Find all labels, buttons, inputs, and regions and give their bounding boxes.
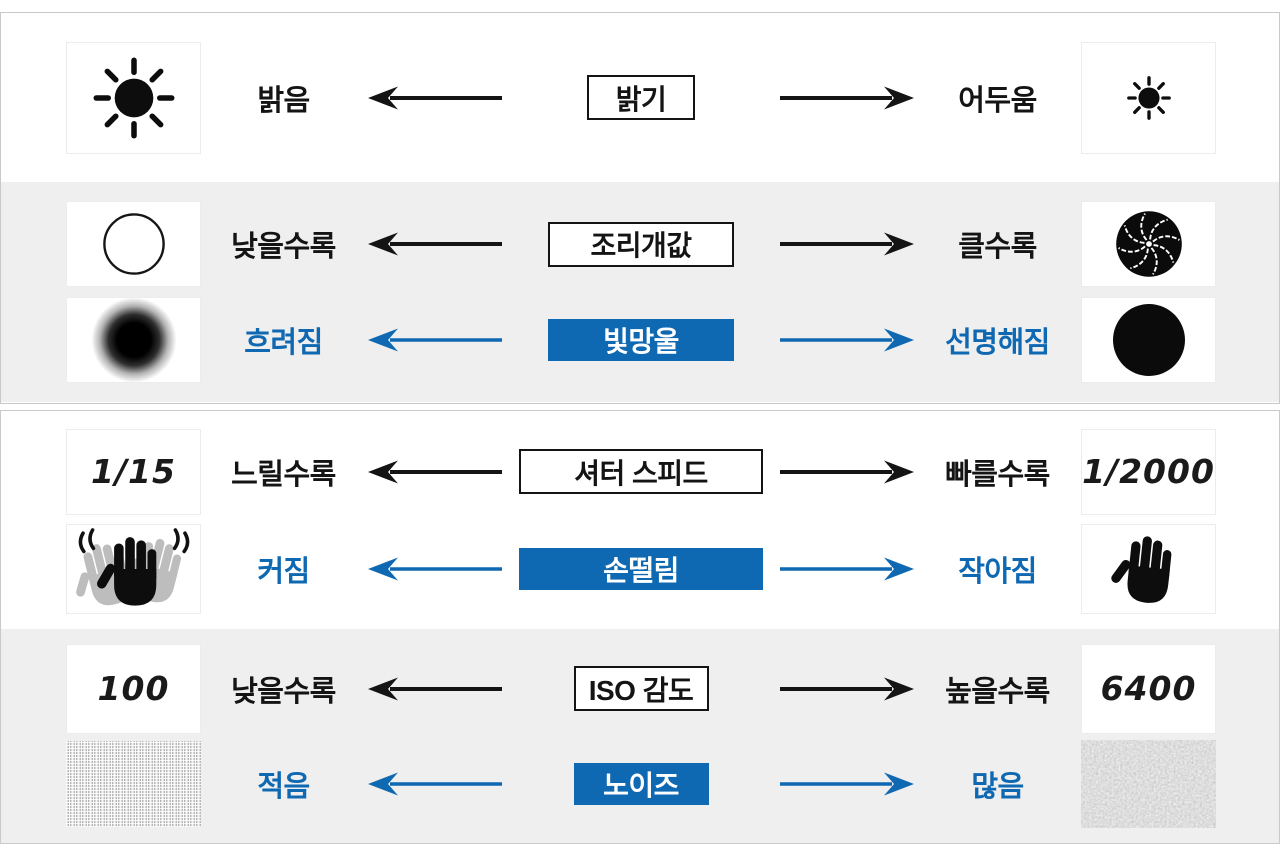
sun-small-icon [1081,41,1216,154]
solid-dot-icon [1081,297,1216,383]
shake-right-label: 작아짐 [958,555,1037,588]
shutter-right-label: 빠를수록 [945,458,1050,491]
steady-hand-glyph [1110,535,1171,603]
arrow-right-icon [780,232,914,256]
arrow-left-icon [368,677,502,700]
row-shutter-speed: 1/15 느릴수록 셔터 스피드 [1,411,1279,629]
brightness-right-label: 어두움 [958,84,1037,117]
arrow-left-icon [368,232,502,256]
row-aperture: 낮을수록 조리개값 클수록 [1,182,1279,402]
term-box-aperture: 조리개값 [548,221,734,267]
line-brightness: 밝음 밝기 어두움 [1,13,1279,182]
arrow-left-icon [368,557,502,580]
blurred-dot-glyph [90,298,177,382]
shutter-slow-value-box: 1/15 [66,428,201,515]
fine-noise-texture [66,740,201,827]
line-bokeh: 흐려짐 빛망울 선명해짐 [1,292,1279,388]
arrow-right-icon [780,557,914,580]
row-brightness: 밝음 밝기 어두움 [1,13,1279,182]
iso-left-label: 낮을수록 [231,675,336,708]
aperture-blades-glyph [1115,211,1182,277]
shaking-hand-glyph [72,527,189,612]
coarse-noise-texture [1081,739,1216,828]
panel-bottom: 1/15 느릴수록 셔터 스피드 [0,410,1280,844]
iso-high-value-box: 6400 [1081,643,1216,734]
arrow-right-icon [780,328,914,352]
open-circle-icon [66,201,201,287]
row-iso: 100 낮을수록 ISO 감도 [1,629,1279,843]
blurred-dot-icon [66,297,201,383]
arrow-left-icon [368,86,502,109]
line-aperture-value: 낮을수록 조리개값 클수록 [1,196,1279,292]
brightness-left-label: 밝음 [257,84,310,117]
aperture-left-label: 낮을수록 [231,231,336,263]
arrow-left-icon [368,328,502,352]
sun-small-glyph [1126,75,1171,120]
term-box-bokeh: 빛망울 [548,319,734,361]
term-box-brightness: 밝기 [587,75,695,120]
steady-hand-icon [1081,523,1216,614]
term-box-hand-shake: 손떨림 [519,547,763,590]
sun-large-glyph [93,57,174,138]
shutter-slow-value: 1/15 [91,452,176,491]
iso-high-value: 6400 [1100,669,1197,708]
shutter-fast-value-box: 1/2000 [1081,428,1216,515]
solid-dot-glyph [1112,304,1185,376]
aperture-right-label: 클수록 [958,231,1037,263]
noise-right-label: 많음 [971,770,1024,803]
line-shutter-speed: 1/15 느릴수록 셔터 스피드 [1,423,1279,520]
line-hand-shake: 커짐 손떨림 작아짐 [1,520,1279,617]
arrow-right-icon [780,677,914,700]
bokeh-right-label: 선명해짐 [945,327,1050,359]
shaking-hand-icon [66,523,201,614]
line-iso-sensitivity: 100 낮을수록 ISO 감도 [1,641,1279,736]
shutter-left-label: 느릴수록 [231,458,336,491]
sun-large-icon [66,41,201,154]
line-noise: 적음 노이즈 많음 [1,736,1279,831]
term-box-iso: ISO 감도 [573,666,709,711]
arrow-left-icon [368,772,502,795]
arrow-right-icon [780,460,914,483]
aperture-blades-icon [1081,201,1216,287]
arrow-right-icon [780,86,914,109]
shake-left-label: 커짐 [257,555,310,588]
iso-low-value: 100 [97,669,170,708]
bokeh-left-label: 흐려짐 [244,327,323,359]
iso-right-label: 높을수록 [945,675,1050,708]
term-box-noise: 노이즈 [573,762,709,805]
term-box-shutter-speed: 셔터 스피드 [519,449,763,494]
noise-left-label: 적음 [257,770,310,803]
iso-low-value-box: 100 [66,643,201,734]
arrow-left-icon [368,460,502,483]
arrow-right-icon [780,772,914,795]
panel-top: 밝음 밝기 어두움 [0,12,1280,404]
shutter-fast-value: 1/2000 [1082,452,1215,491]
open-circle-glyph [102,213,165,275]
